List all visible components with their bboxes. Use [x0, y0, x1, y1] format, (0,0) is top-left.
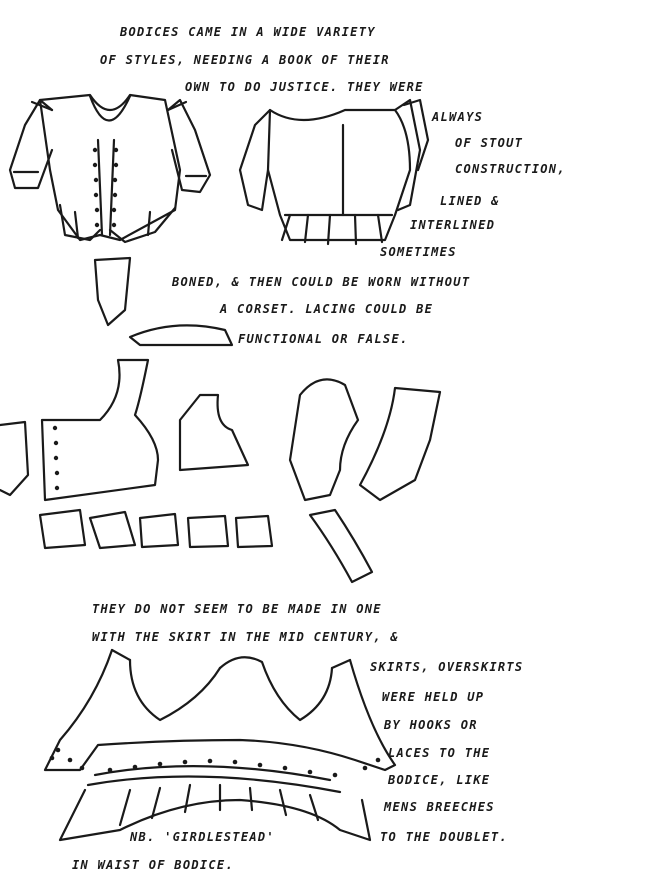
text-line: own to do justice. They were — [185, 80, 424, 94]
text-line: functional or false. — [238, 332, 409, 346]
text-line: lined & — [440, 194, 500, 208]
text-line: with the skirt in the mid century, & — [92, 630, 399, 644]
text-line: mens breeches — [384, 800, 495, 814]
text-line: of stout — [455, 136, 524, 150]
text-line: bodice, like — [388, 773, 491, 787]
text-line: by hooks or — [384, 718, 478, 732]
text-line: were held up — [382, 690, 485, 704]
text-line: always — [432, 110, 484, 124]
text-line: a corset. Lacing could be — [220, 302, 434, 316]
text-line: They do not seem to be made in one — [92, 602, 382, 616]
text-line: NB. 'girdlestead' — [130, 830, 275, 844]
text-line: interlined — [410, 218, 496, 232]
text-line: boned, & then could be worn without — [172, 275, 471, 289]
text-line: in waist of bodice. — [72, 858, 234, 872]
bodice-back-drawing — [238, 98, 430, 246]
text-line: of styles, needing a book of their — [100, 53, 390, 67]
pattern-piece-tab — [93, 256, 132, 327]
pattern-pieces — [0, 358, 442, 584]
pattern-piece-collar — [128, 324, 234, 347]
text-line: skirts, overskirts — [370, 660, 524, 674]
text-line: to the doublet. — [380, 830, 508, 844]
text-line: construction, — [455, 162, 566, 176]
bodice-front-drawing — [8, 93, 212, 244]
text-line: laces to the — [388, 746, 491, 760]
text-line: sometimes — [380, 245, 457, 259]
bodice-with-skirt-drawing — [43, 648, 397, 842]
text-line: Bodices came in a wide variety — [120, 25, 376, 39]
